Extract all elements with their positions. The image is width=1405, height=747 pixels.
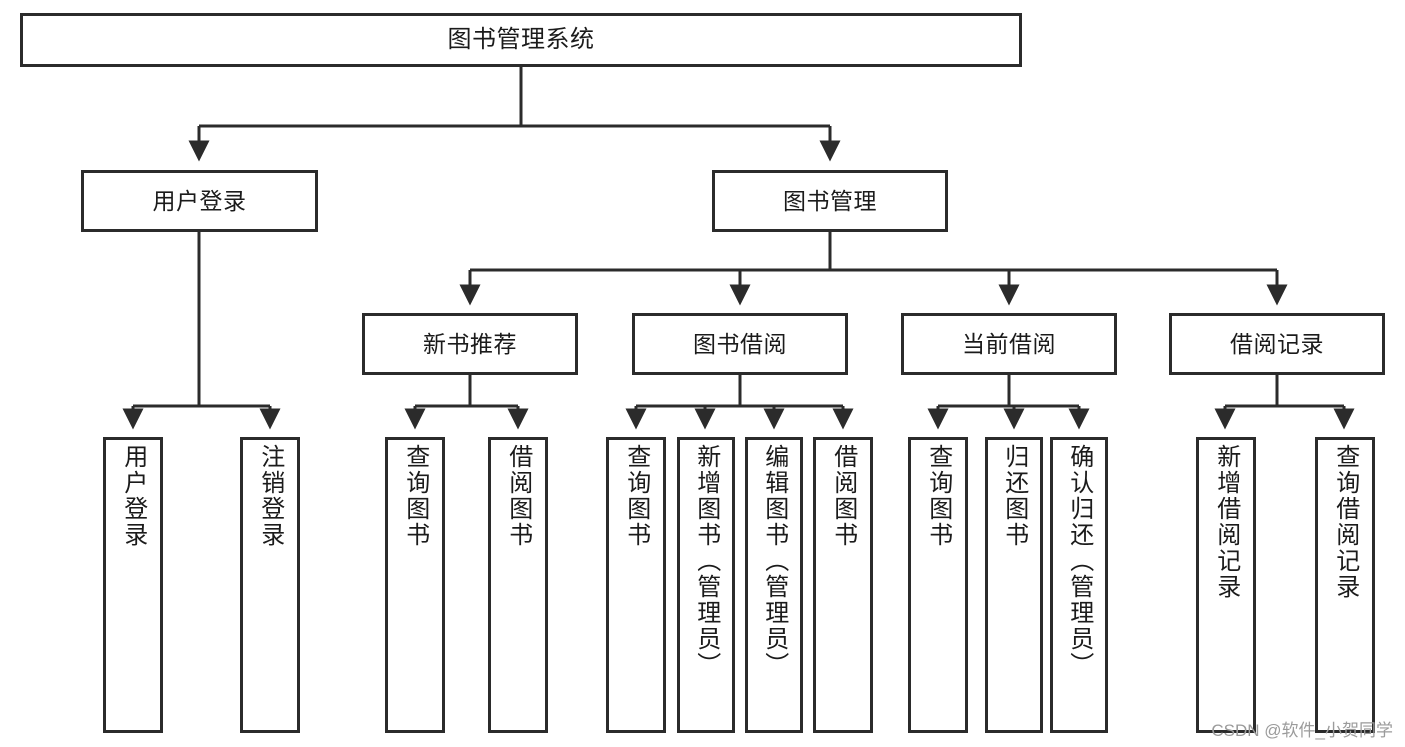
leaf-borrow-book-2[interactable]: 借阅图书 [813,437,873,733]
leaf-query-book-2-label: 查询图书 [622,444,650,548]
node-current-borrow-label: 当前借阅 [962,330,1056,357]
node-new-book-rec[interactable]: 新书推荐 [362,313,578,375]
leaf-add-record[interactable]: 新增借阅记录 [1196,437,1256,733]
leaf-add-book-label: 新增图书（管理员） [692,444,720,678]
leaf-borrow-book-1[interactable]: 借阅图书 [488,437,548,733]
node-root[interactable]: 图书管理系统 [20,13,1022,67]
csdn-watermark: CSDN @软件_小贺同学 [1211,721,1393,740]
leaf-confirm-return[interactable]: 确认归还（管理员） [1050,437,1108,733]
leaf-query-book-2[interactable]: 查询图书 [606,437,666,733]
leaf-user-login-label: 用户登录 [119,444,147,548]
leaf-add-book[interactable]: 新增图书（管理员） [677,437,735,733]
leaf-user-login[interactable]: 用户登录 [103,437,163,733]
node-book-manage[interactable]: 图书管理 [712,170,948,232]
node-user-login[interactable]: 用户登录 [81,170,318,232]
leaf-edit-book[interactable]: 编辑图书（管理员） [745,437,803,733]
leaf-logout-login[interactable]: 注销登录 [240,437,300,733]
leaf-query-book-3[interactable]: 查询图书 [908,437,968,733]
node-book-borrow-label: 图书借阅 [693,330,787,357]
node-user-login-label: 用户登录 [152,187,247,214]
node-new-book-rec-label: 新书推荐 [423,330,517,357]
leaf-logout-login-label: 注销登录 [256,444,284,548]
leaf-borrow-book-1-label: 借阅图书 [504,444,532,548]
leaf-borrow-book-2-label: 借阅图书 [829,444,857,548]
leaf-edit-book-label: 编辑图书（管理员） [760,444,788,678]
leaf-query-book-1[interactable]: 查询图书 [385,437,445,733]
node-root-label: 图书管理系统 [447,26,595,53]
leaf-return-book[interactable]: 归还图书 [985,437,1043,733]
leaf-query-book-3-label: 查询图书 [924,444,952,548]
node-borrow-record[interactable]: 借阅记录 [1169,313,1385,375]
leaf-confirm-return-label: 确认归还（管理员） [1065,444,1093,678]
leaf-return-book-label: 归还图书 [1000,444,1028,548]
node-current-borrow[interactable]: 当前借阅 [901,313,1117,375]
node-book-manage-label: 图书管理 [783,187,877,214]
node-borrow-record-label: 借阅记录 [1230,330,1324,357]
leaf-query-record[interactable]: 查询借阅记录 [1315,437,1375,733]
leaf-add-record-label: 新增借阅记录 [1212,444,1240,600]
leaf-query-book-1-label: 查询图书 [401,444,429,548]
node-book-borrow[interactable]: 图书借阅 [632,313,848,375]
leaf-query-record-label: 查询借阅记录 [1331,444,1359,600]
